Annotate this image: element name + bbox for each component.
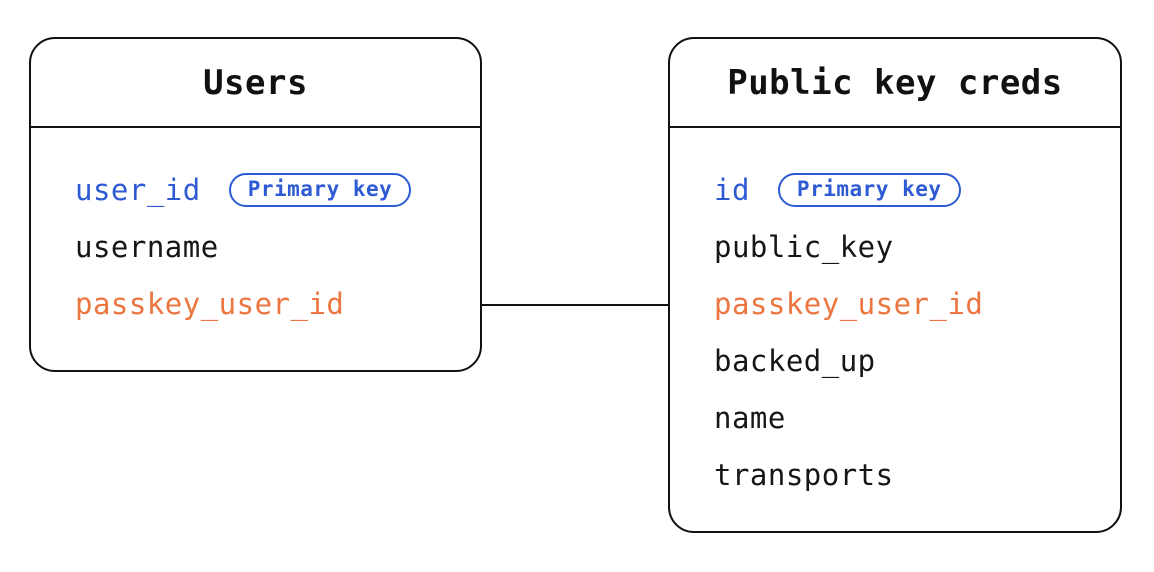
field-user-id: user_id Primary key [75,161,480,218]
field-username: username [75,218,480,275]
field-passkey-user-id-label: passkey_user_id [714,286,984,321]
table-public-key-creds: Public key creds id Primary key public_k… [668,37,1122,533]
table-users: Users user_id Primary key username passk… [29,37,482,372]
field-passkey-user-id-label: passkey_user_id [75,286,345,321]
field-id-label: id [714,172,750,207]
field-user-id-label: user_id [75,172,201,207]
field-name: name [714,389,1120,446]
field-public-key-label: public_key [714,229,894,264]
field-backed-up-label: backed_up [714,343,876,378]
field-backed-up: backed_up [714,332,1120,389]
field-id: id Primary key [714,161,1120,218]
relationship-connector [482,304,668,306]
field-name-label: name [714,400,786,435]
table-users-fields: user_id Primary key username passkey_use… [31,128,480,332]
table-public-key-creds-title: Public key creds [670,39,1120,128]
table-public-key-creds-fields: id Primary key public_key passkey_user_i… [670,128,1120,503]
table-users-title: Users [31,39,480,128]
field-transports-label: transports [714,457,894,492]
field-public-key: public_key [714,218,1120,275]
field-username-label: username [75,229,219,264]
primary-key-badge: Primary key [228,172,412,207]
field-passkey-user-id: passkey_user_id [714,275,1120,332]
field-transports: transports [714,446,1120,503]
field-passkey-user-id: passkey_user_id [75,275,480,332]
primary-key-badge: Primary key [777,172,961,207]
